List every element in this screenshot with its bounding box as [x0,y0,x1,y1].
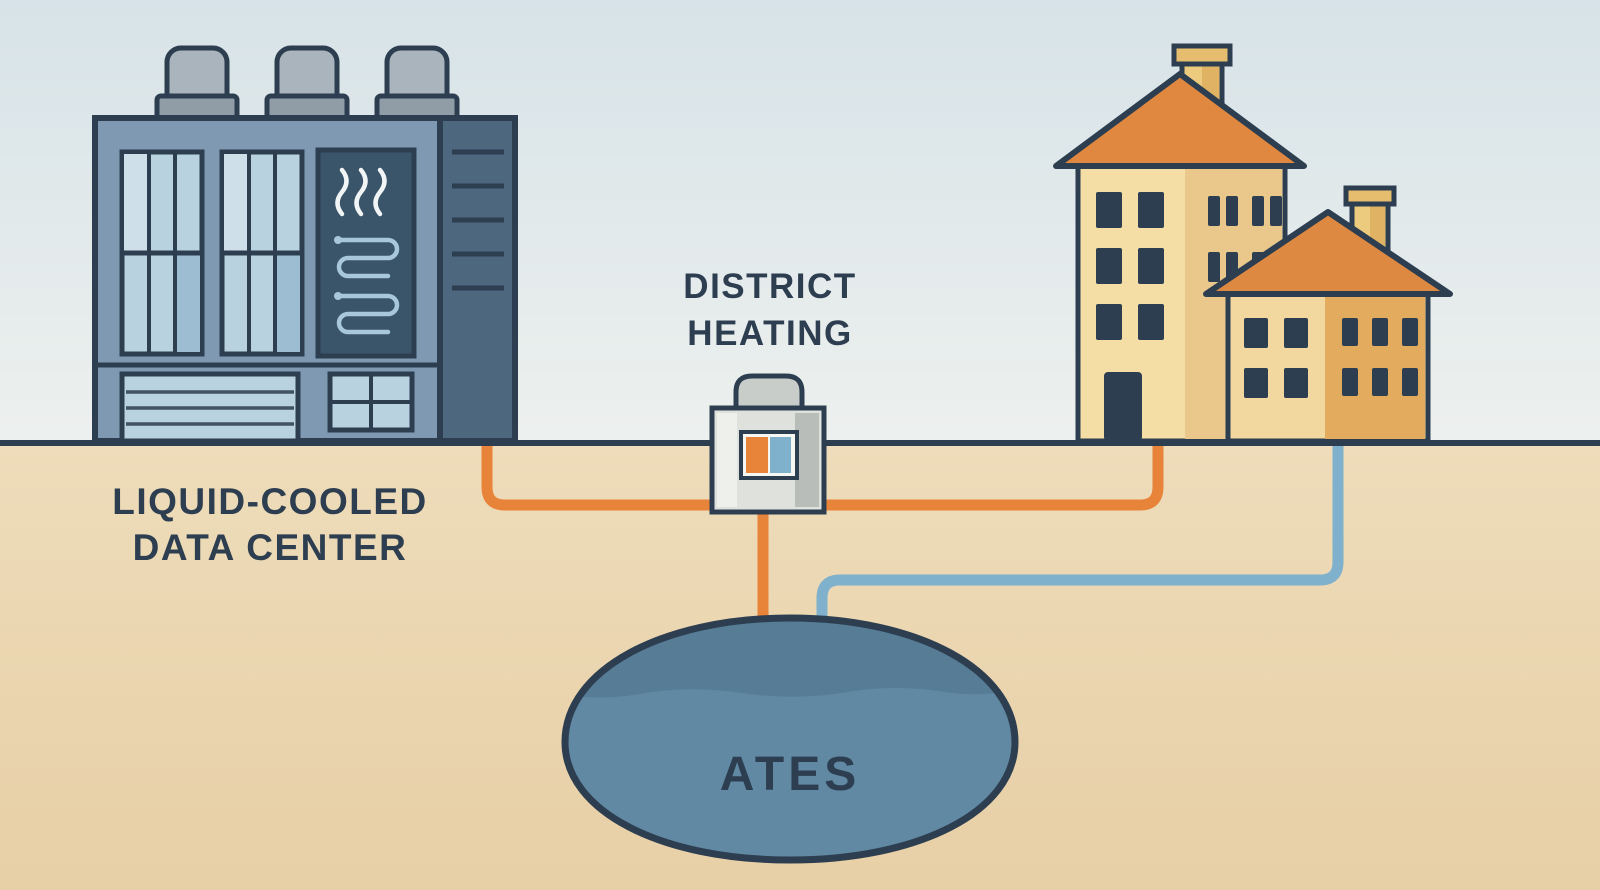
data-center-building [92,45,518,444]
heat-waves-icon [335,167,387,217]
cold-water-pipe [816,443,1344,664]
rooftop-vent [264,45,350,125]
window [119,149,205,357]
small-house-roof [1203,209,1453,297]
ates-reservoir: ATES [561,614,1019,864]
data-center-label-line1: LIQUID-COOLED [112,481,427,522]
cold-side-indicator [770,437,791,473]
window [219,149,305,357]
data-center-label-line2: DATA CENTER [133,527,408,568]
rooftop-vent [154,45,240,125]
district-heating-label-line2: HEATING [687,314,852,353]
district-heating-label-line1: DISTRICT [683,267,856,306]
rooftop-vent [374,45,460,125]
datacenter-side-wall [437,115,518,444]
tall-house-roof [1053,71,1307,169]
garage-door [119,371,301,444]
cooling-panel [315,147,417,359]
house-door [1104,372,1142,441]
substation-cap [733,373,805,411]
house-windows [1244,318,1418,398]
hot-side-indicator [746,437,768,473]
ates-label: ATES [720,748,860,801]
ates-outline [561,614,1019,864]
small-house [1203,185,1453,444]
window [327,371,415,433]
district-heating-unit [709,373,827,515]
house-windows [1096,192,1282,340]
coil-icon [334,236,400,335]
labels: LIQUID-COOLED DATA CENTER DISTRICT HEATI… [112,267,856,568]
substation-highlight [717,413,737,507]
side-louvers [452,149,504,291]
small-house-facade-shade [1325,294,1425,439]
